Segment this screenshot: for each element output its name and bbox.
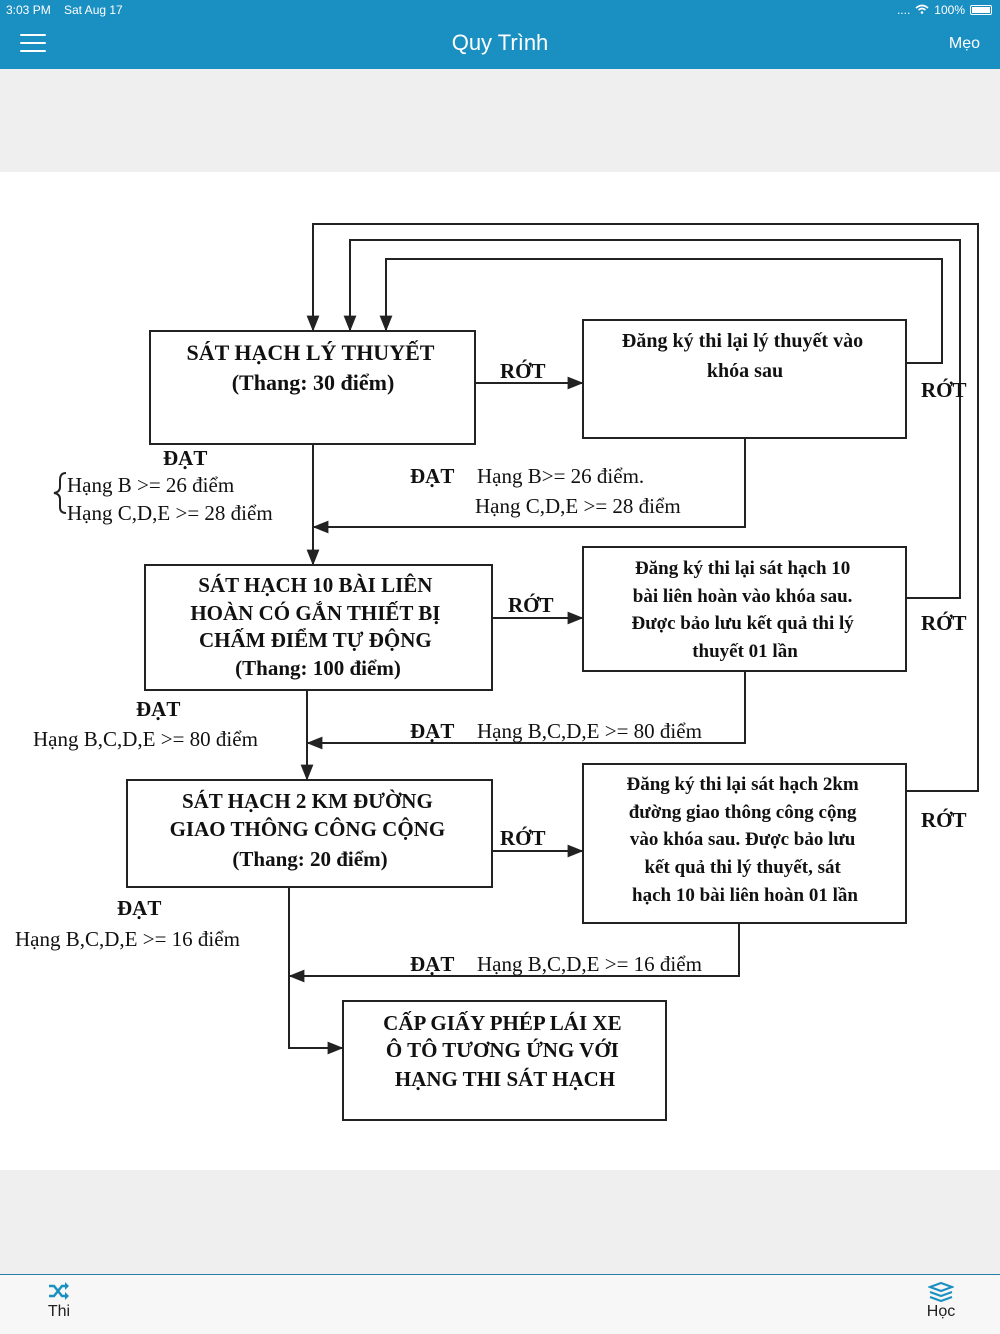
pass-label: ĐẠT	[410, 952, 454, 976]
retake-theory-text: Đăng ký thi lại lý thuyết vào khóa sau	[622, 330, 868, 382]
box5-line: GIAO THÔNG CÔNG CỘNG	[170, 817, 446, 841]
box-retake-2km	[582, 763, 907, 924]
ten-exercises-text: SÁT HẠCH 10 BÀI LIÊN HOÀN CÓ GẮN THIẾT B…	[190, 573, 445, 680]
status-time: 3:03 PM	[6, 3, 51, 17]
box4-line: Đăng ký thi lại sát hạch 10	[635, 558, 850, 579]
tab-hoc[interactable]: Học	[911, 1281, 971, 1321]
box5-line: SÁT HẠCH 2 KM ĐƯỜNG	[182, 789, 433, 813]
retake-ten-exercises-text: Đăng ký thi lại sát hạch 10 bài liên hoà…	[631, 558, 858, 662]
road-test-text: SÁT HẠCH 2 KM ĐƯỜNG GIAO THÔNG CÔNG CỘNG…	[170, 789, 451, 871]
status-date: Sat Aug 17	[64, 3, 123, 17]
retake-road-text: Đăng ký thi lại sát hạch 2km đường giao …	[626, 774, 863, 906]
signal-dots: ....	[896, 3, 911, 17]
pass-criteria-left: Hạng B >= 26 điểm Hạng C,D,E >= 28 điểm	[67, 473, 273, 525]
criteria-line: Hạng B >= 26 điểm	[67, 473, 234, 497]
pass-label: ĐẠT	[163, 446, 207, 470]
box1-line: SÁT HẠCH LÝ THUYẾT	[186, 340, 434, 365]
box4-line: bài liên hoàn vào khóa sau.	[633, 586, 853, 607]
box6-line: Đăng ký thi lại sát hạch 2km	[626, 774, 858, 795]
box3-line: SÁT HẠCH 10 BÀI LIÊN	[198, 573, 432, 597]
battery-percent: 100%	[934, 3, 965, 17]
pass-criteria: Hạng B,C,D,E >= 16 điểm	[477, 952, 702, 976]
box7-line: Ô TÔ TƯƠNG ỨNG VỚI	[386, 1038, 619, 1062]
books-icon	[911, 1281, 971, 1303]
fail-label: RỚT	[508, 593, 554, 617]
box2-line: Đăng ký thi lại lý thuyết vào	[622, 330, 863, 352]
license-text: CẤP GIẤY PHÉP LÁI XE Ô TÔ TƯƠNG ỨNG VỚI …	[383, 1011, 627, 1091]
status-bar: 3:03 PM Sat Aug 17 .... 100%	[0, 0, 1000, 20]
pass-label: ĐẠT	[410, 719, 454, 743]
page-title: Quy Trình	[451, 30, 549, 55]
shuffle-icon	[29, 1281, 89, 1303]
theory-test-text: SÁT HẠCH LÝ THUYẾT (Thang: 30 điểm)	[186, 340, 439, 395]
fail-label: RỚT	[921, 611, 967, 635]
box4-line: thuyết 01 lần	[692, 641, 798, 662]
box-license	[342, 1000, 667, 1121]
pass-criteria: Hạng B,C,D,E >= 80 điểm	[477, 719, 702, 743]
fail-label: RỚT	[500, 359, 546, 383]
fail-label: RỚT	[921, 808, 967, 832]
status-right: .... 100%	[897, 3, 992, 17]
box4-line: Được bảo lưu kết quả thi lý	[631, 613, 854, 634]
box5-line: (Thang: 20 điểm)	[232, 847, 387, 871]
tab-thi[interactable]: Thi	[29, 1281, 89, 1321]
box3-line: HOÀN CÓ GẮN THIẾT BỊ	[190, 601, 440, 625]
pass-label: ĐẠT	[410, 464, 454, 488]
wifi-icon	[915, 3, 929, 17]
pass-criteria: Hạng B,C,D,E >= 16 điểm	[15, 927, 240, 951]
flowchart: SÁT HẠCH LÝ THUYẾT (Thang: 30 điểm) Đăng…	[15, 223, 979, 1121]
box6-line: vào khóa sau. Được bảo lưu	[630, 829, 856, 850]
box6-line: kết quả thi lý thuyết, sát	[644, 857, 841, 878]
box7-line: CẤP GIẤY PHÉP LÁI XE	[383, 1011, 621, 1035]
pass-label: ĐẠT	[117, 896, 161, 920]
criteria-line: Hạng C,D,E >= 28 điểm	[67, 501, 273, 525]
tips-button[interactable]: Mẹo	[948, 35, 980, 52]
pass-criteria-right: Hạng B>= 26 điểm. Hạng C,D,E >= 28 điểm	[475, 464, 681, 518]
pass-label: ĐẠT	[136, 697, 180, 721]
criteria-line: Hạng B>= 26 điểm.	[477, 464, 644, 488]
box6-line: hạch 10 bài liên hoàn 01 lần	[632, 885, 858, 906]
box7-line: HẠNG THI SÁT HẠCH	[395, 1067, 615, 1091]
box3-line: CHẤM ĐIỂM TỰ ĐỘNG	[199, 628, 432, 652]
box6-line: đường giao thông công cộng	[629, 802, 857, 823]
tab-bar: Thi Học	[0, 1274, 1000, 1334]
tab-label: Học	[926, 1303, 956, 1320]
criteria-line: Hạng C,D,E >= 28 điểm	[475, 494, 681, 518]
box1-line: (Thang: 30 điểm)	[232, 370, 395, 395]
pass-criteria: Hạng B,C,D,E >= 80 điểm	[33, 727, 258, 751]
menu-icon[interactable]	[20, 34, 46, 54]
box2-line: khóa sau	[707, 360, 783, 382]
tab-label: Thi	[47, 1303, 71, 1320]
box3-line: (Thang: 100 điểm)	[235, 656, 401, 680]
battery-icon	[970, 5, 992, 15]
process-diagram: SÁT HẠCH LÝ THUYẾT (Thang: 30 điểm) Đăng…	[0, 172, 1000, 1170]
fail-label: RỚT	[500, 826, 546, 850]
fail-label: RỚT	[921, 378, 967, 402]
nav-bar: Quy Trình Mẹo	[0, 20, 1000, 69]
